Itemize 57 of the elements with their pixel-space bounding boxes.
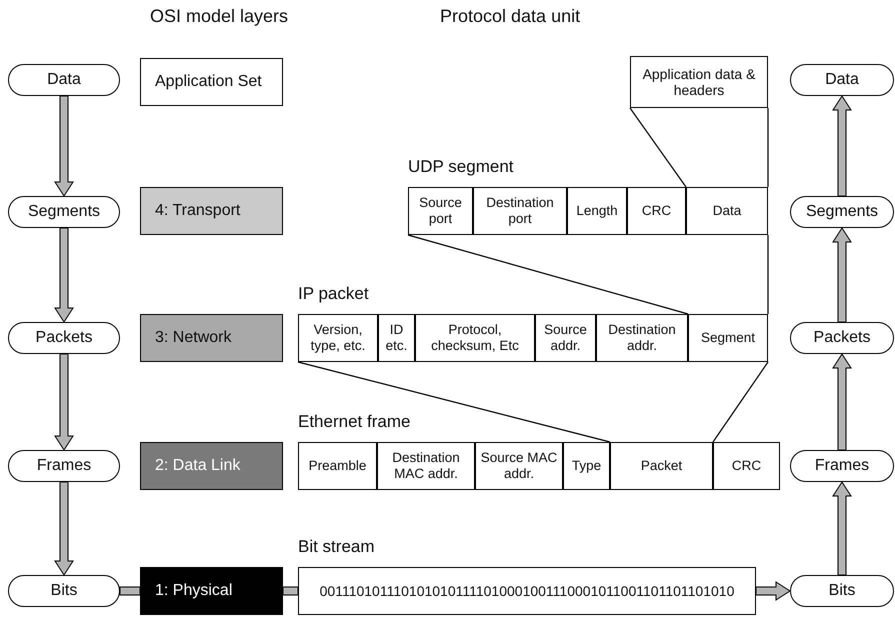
- terminal-pill: Packets: [790, 322, 894, 354]
- packet-field: Packet: [610, 442, 713, 490]
- packet-field: Destination port: [473, 187, 567, 235]
- bit-stream-box: 0011101011101010101111010001001110001011001101101101010: [298, 567, 756, 615]
- block-arrow: [832, 95, 852, 196]
- connector-bar: [282, 586, 298, 596]
- expansion-line: [767, 235, 769, 314]
- layer-box: 1: Physical: [140, 567, 283, 615]
- terminal-pill: Data: [790, 64, 894, 96]
- packet-field: Source addr.: [535, 314, 596, 362]
- block-arrow: [832, 227, 852, 322]
- layer-box: Application Set: [140, 58, 283, 106]
- block-arrow: [54, 482, 74, 576]
- layer-box: 4: Transport: [140, 187, 283, 235]
- packet-field: Type: [563, 442, 610, 490]
- section-heading: UDP segment: [408, 157, 514, 177]
- packet-field: Version, type, etc.: [298, 314, 378, 362]
- section-heading: Ethernet frame: [298, 412, 410, 432]
- packet-field: Destination MAC addr.: [377, 442, 475, 490]
- packet-field: Source port: [408, 187, 473, 235]
- connector-bar: [120, 586, 140, 596]
- packet-field: CRC: [713, 442, 780, 490]
- section-heading: Bit stream: [298, 537, 375, 557]
- packet-field: Preamble: [298, 442, 377, 490]
- packet-field: Protocol, checksum, Etc: [415, 314, 535, 362]
- block-arrow: [832, 481, 852, 576]
- packet-field: Destination addr.: [596, 314, 688, 362]
- terminal-pill: Frames: [8, 450, 120, 482]
- terminal-pill: Bits: [790, 575, 894, 607]
- block-arrow: [54, 228, 74, 323]
- terminal-pill: Packets: [8, 322, 120, 354]
- expansion-line: [767, 108, 769, 187]
- packet-field: CRC: [627, 187, 686, 235]
- block-arrow: [54, 354, 74, 451]
- terminal-pill: Bits: [8, 575, 120, 607]
- expansion-line: [408, 234, 688, 315]
- block-arrow: [54, 96, 74, 197]
- layer-box: 3: Network: [140, 314, 283, 362]
- terminal-pill: Segments: [8, 196, 120, 228]
- expansion-line: [630, 108, 686, 188]
- layer-box: 2: Data Link: [140, 442, 283, 490]
- terminal-pill: Frames: [790, 450, 894, 482]
- data-box: Application data & headers: [630, 56, 768, 108]
- packet-field: Length: [567, 187, 627, 235]
- section-heading: IP packet: [298, 284, 369, 304]
- packet-field: Segment: [688, 314, 768, 362]
- column-heading: Protocol data unit: [440, 6, 580, 27]
- block-arrow: [832, 353, 852, 450]
- expansion-line: [712, 362, 768, 442]
- packet-field: Data: [686, 187, 768, 235]
- terminal-pill: Data: [8, 64, 120, 96]
- terminal-pill: Segments: [790, 196, 894, 228]
- packet-field: Source MAC addr.: [475, 442, 563, 490]
- block-arrow: [756, 581, 791, 601]
- expansion-line: [298, 361, 610, 443]
- column-heading: OSI model layers: [150, 6, 288, 27]
- packet-field: ID etc.: [378, 314, 415, 362]
